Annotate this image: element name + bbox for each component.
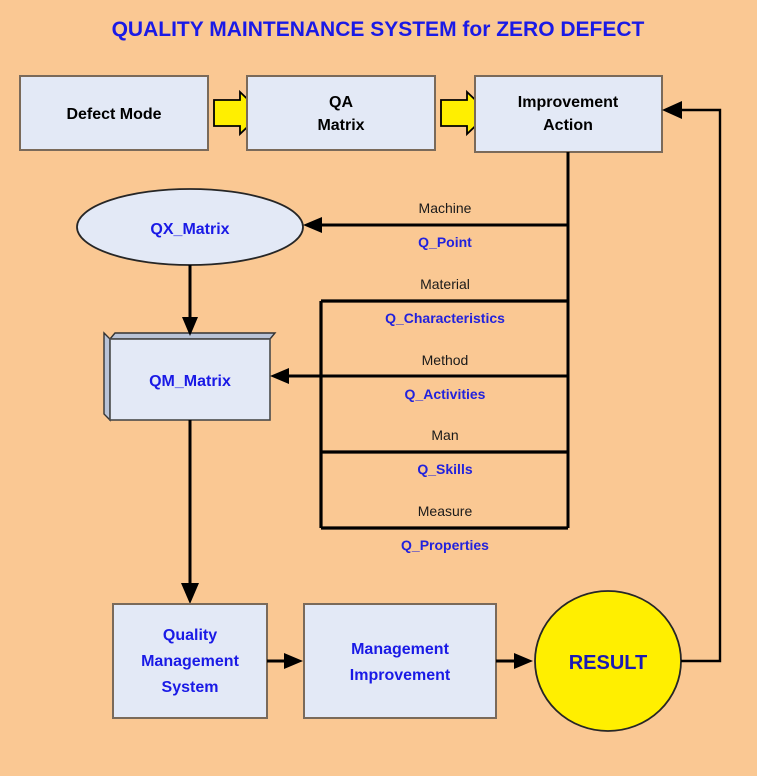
factor-label-q-activities: Q_Activities: [405, 386, 486, 402]
factor-label-method: Method: [422, 352, 469, 368]
page-title: QUALITY MAINTENANCE SYSTEM for ZERO DEFE…: [112, 18, 645, 41]
factor-label-q-point: Q_Point: [418, 234, 472, 250]
qm-matrix-box[interactable]: [109, 338, 271, 421]
mgmt-improvement-label-line2: Improvement: [350, 667, 451, 684]
feedback-loop-connector: [678, 108, 722, 663]
mgmt-improvement-label-line1: Management: [351, 641, 449, 658]
qms-label-line1: Quality: [163, 627, 217, 644]
qm-matrix-label: QM_Matrix: [149, 373, 231, 390]
factor-label-material: Material: [420, 276, 470, 292]
improvement-action-box[interactable]: [474, 75, 663, 153]
qm-matrix-top-bevel: [108, 332, 277, 340]
factor-label-man: Man: [431, 427, 458, 443]
defect-mode-box[interactable]: [19, 75, 209, 151]
improvement-action-label-line2: Action: [543, 117, 593, 134]
qms-label-line2: Management: [141, 653, 239, 670]
arrowhead-qm-to-qms: [181, 583, 199, 604]
qm-matrix-left-bevel: [103, 331, 111, 422]
arrowhead-qx-matrix: [303, 217, 322, 233]
qx-matrix-label: QX_Matrix: [150, 221, 229, 238]
management-improvement-box[interactable]: [303, 603, 497, 719]
factor-label-q-skills: Q_Skills: [417, 461, 472, 477]
qms-label-line3: System: [162, 679, 219, 696]
result-label: RESULT: [569, 652, 648, 674]
factor-label-q-properties: Q_Properties: [401, 537, 489, 553]
arrowhead-feedback-loop: [662, 101, 682, 119]
factor-label-measure: Measure: [418, 503, 473, 519]
arrowhead-management-improvement: [284, 653, 303, 669]
qa-matrix-label-line2: Matrix: [317, 117, 364, 134]
improvement-action-label-line1: Improvement: [518, 94, 619, 111]
qa-matrix-label-line1: QA: [329, 94, 353, 111]
factor-label-q-characteristics: Q_Characteristics: [385, 310, 505, 326]
defect-mode-label: Defect Mode: [66, 106, 161, 123]
arrowhead-qx-to-qm: [182, 317, 198, 336]
qa-matrix-box[interactable]: [246, 75, 436, 151]
factor-label-machine: Machine: [419, 200, 472, 216]
arrowhead-qm-matrix: [270, 368, 289, 384]
arrowhead-result: [514, 653, 533, 669]
